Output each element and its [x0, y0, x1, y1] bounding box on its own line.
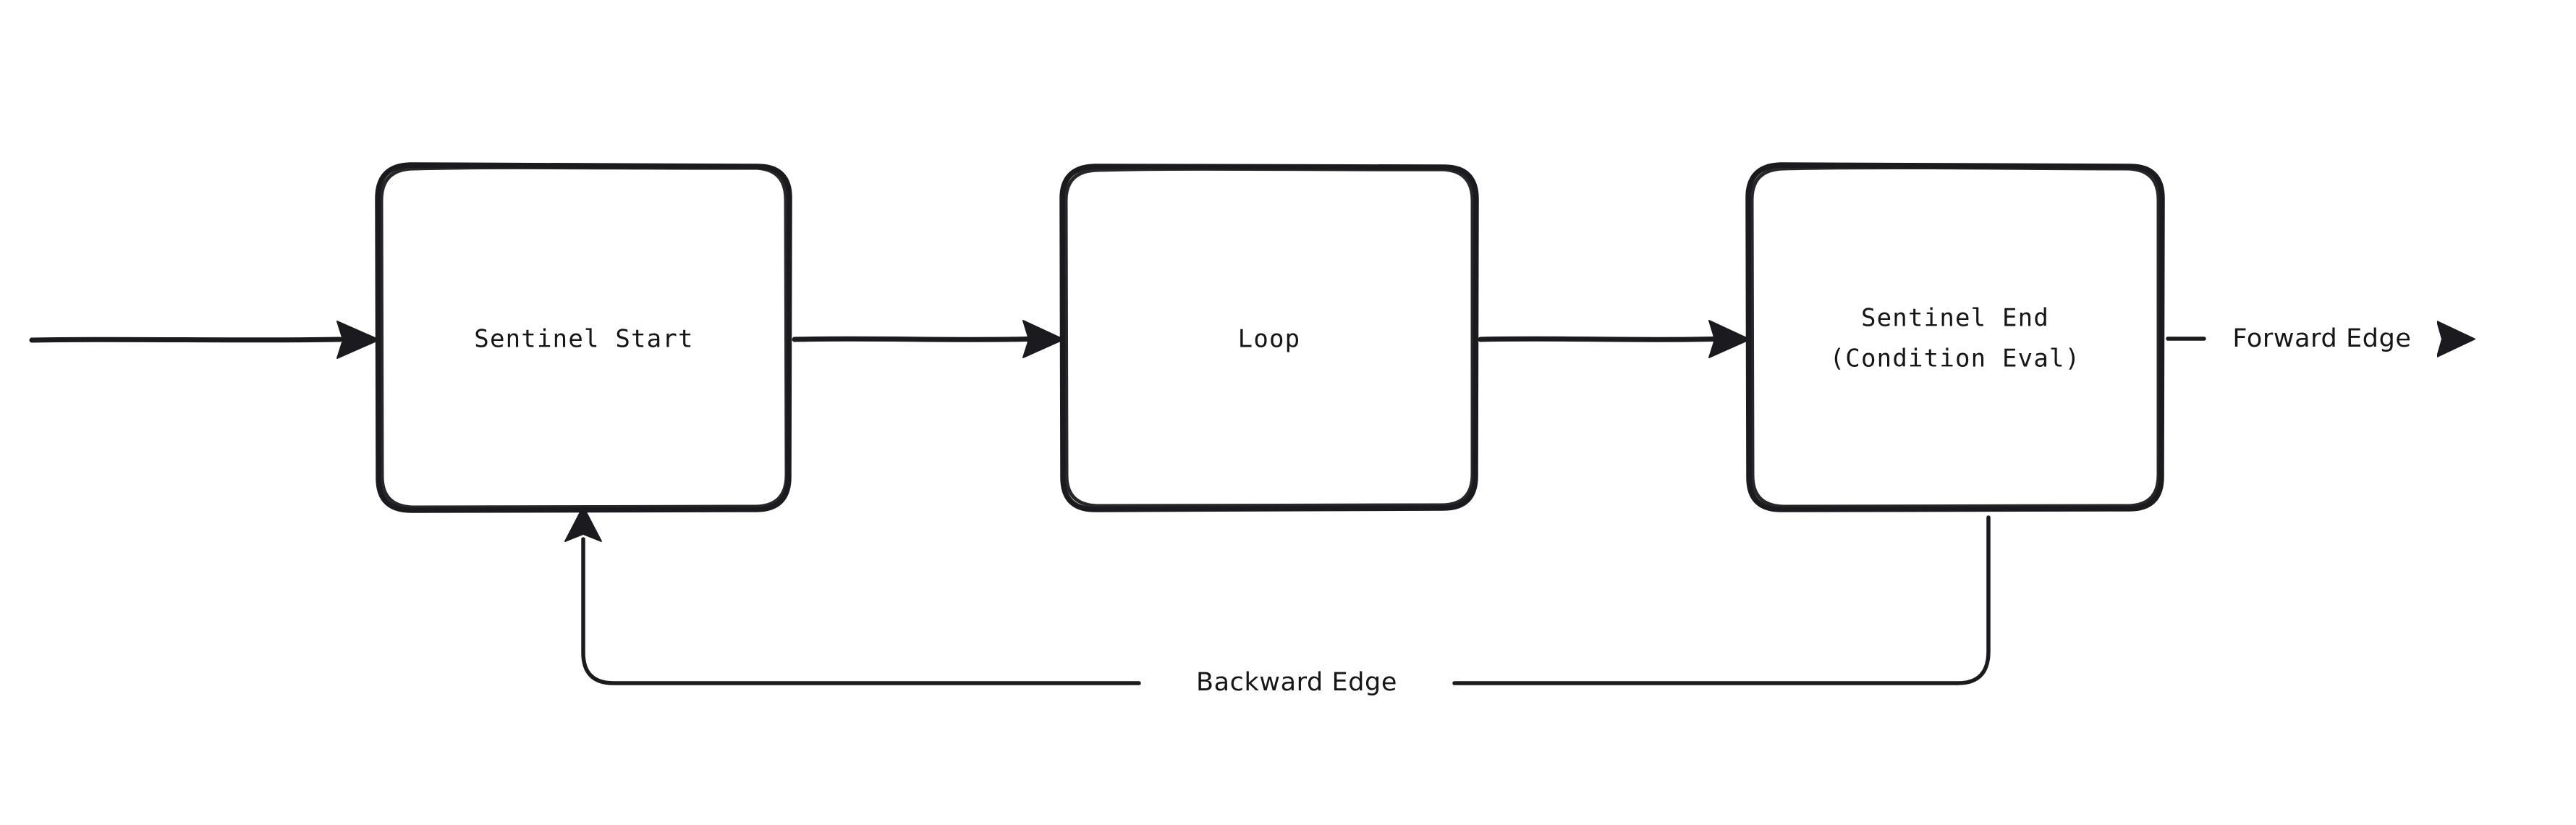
node-sentinel-start-outline: [375, 162, 792, 513]
edge-start-to-loop[interactable]: [792, 318, 1067, 362]
edge-forward-label: Forward Edge: [2232, 324, 2411, 353]
edge-backward-label-backdrop: [1143, 662, 1410, 704]
edge-backward-label-group[interactable]: Backward Edge: [1143, 662, 1410, 704]
node-sentinel-end[interactable]: Sentinel End (Condition Eval): [1745, 162, 2165, 512]
edge-entry-line: [29, 337, 343, 343]
edge-backward-right-segment: [1452, 515, 1991, 685]
edge-entry-hitbox[interactable]: [29, 318, 384, 362]
edge-forward-label-group[interactable]: Forward Edge: [2207, 318, 2437, 360]
edge-forward-label-backdrop: [2207, 318, 2437, 360]
node-sentinel-start[interactable]: Sentinel Start: [375, 162, 792, 513]
node-sentinel-end-outline: [1745, 162, 2165, 512]
edge-entry-arrowhead: [336, 321, 380, 359]
node-sentinel-end-label-line2: (Condition Eval): [1830, 344, 2081, 373]
edge-start-to-loop-hitbox[interactable]: [792, 318, 1067, 362]
node-loop-label: Loop: [1238, 325, 1301, 354]
node-loop[interactable]: Loop: [1059, 164, 1479, 512]
node-sentinel-end-label-line1: Sentinel End: [1861, 304, 2049, 333]
edge-backward-label: Backward Edge: [1196, 668, 1397, 697]
edge-loop-to-end-hitbox[interactable]: [1478, 318, 1753, 362]
edge-backward[interactable]: [564, 499, 2004, 702]
node-sentinel-end-outline-sketch: [1750, 165, 2161, 509]
edge-backward-left-segment: [581, 537, 1141, 685]
node-sentinel-start-label: Sentinel Start: [474, 325, 693, 354]
node-loop-outline-sketch: [1064, 166, 1475, 508]
edge-loop-to-end-arrowhead: [1708, 320, 1750, 358]
edge-loop-to-end[interactable]: [1478, 318, 1753, 362]
edge-start-to-loop-arrowhead: [1022, 320, 1064, 358]
node-sentinel-start-outline-sketch: [379, 165, 789, 509]
edge-backward-arrowhead: [564, 506, 602, 542]
node-loop-outline: [1059, 164, 1479, 512]
edge-entry[interactable]: [29, 318, 384, 362]
